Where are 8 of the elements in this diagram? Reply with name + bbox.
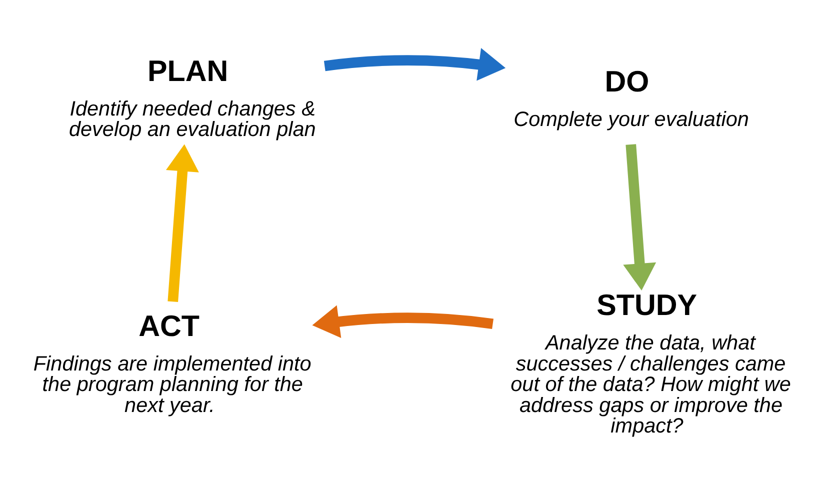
arrow bbox=[623, 144, 656, 290]
node-text: PLAN Identify needed changes & develop an evaluation plan bbox=[68, 55, 316, 142]
arrow bbox=[324, 48, 506, 81]
node-text: STUDY Analyze the data, what successes / challenges came out of the data? How might we address gaps or improve the impact? bbox=[510, 289, 791, 438]
node-text: DO Complete your evaluation bbox=[514, 65, 749, 131]
node-text: ACT Findings are implemented into the program planning for the next year. bbox=[33, 310, 312, 417]
arrow bbox=[166, 144, 199, 302]
arrow bbox=[312, 305, 494, 338]
